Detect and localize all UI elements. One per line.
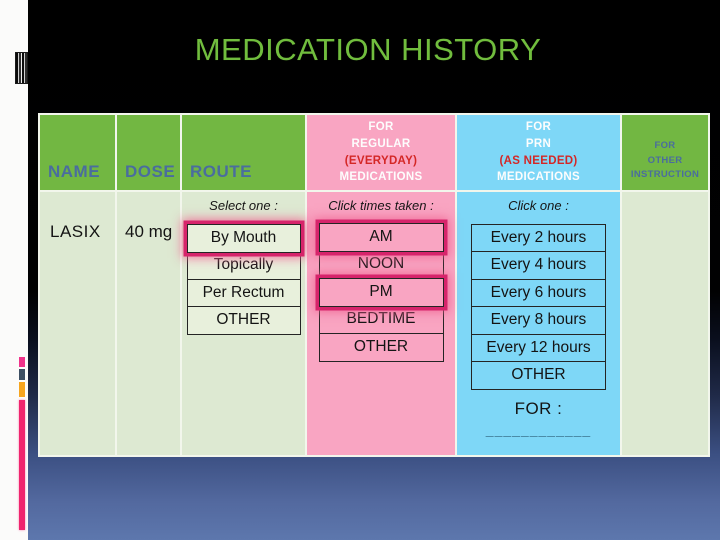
- header-route: ROUTE: [182, 115, 305, 190]
- header-prn-line3: (AS NEEDED): [499, 154, 578, 167]
- prn-for-blank-field[interactable]: ____________: [485, 422, 592, 439]
- freq-option-every-2-hours[interactable]: Every 2 hours: [471, 224, 606, 253]
- drug-dose: 40 mg: [125, 222, 173, 241]
- time-option-other[interactable]: OTHER: [318, 332, 444, 362]
- header-prn-line4: MEDICATIONS: [497, 171, 580, 184]
- header-regular-line3: (EVERYDAY): [344, 154, 418, 167]
- prn-for-label: FOR :: [514, 399, 563, 419]
- accent-bar-pink: [19, 357, 25, 367]
- regular-time-options: AM NOON PM BEDTIME OTHER: [318, 223, 444, 362]
- cell-dose: 40 mg: [117, 192, 180, 455]
- route-option-by-mouth[interactable]: By Mouth: [186, 224, 301, 253]
- accent-bar-slate: [19, 369, 25, 380]
- drug-name: LASIX: [50, 222, 101, 241]
- route-options: By Mouth Topically Per Rectum OTHER: [186, 224, 301, 336]
- prn-frequency-options: Every 2 hours Every 4 hours Every 6 hour…: [471, 224, 606, 391]
- slide-title: MEDICATION HISTORY: [194, 32, 542, 67]
- left-margin-strip: [0, 0, 28, 540]
- route-option-other[interactable]: OTHER: [186, 306, 301, 336]
- freq-option-every-12-hours[interactable]: Every 12 hours: [471, 333, 606, 363]
- header-other-line3: INSTRUCTION: [630, 168, 700, 180]
- header-dose: DOSE: [117, 115, 180, 190]
- time-option-noon[interactable]: NOON: [318, 250, 444, 280]
- time-option-am[interactable]: AM: [318, 223, 444, 252]
- medication-table: NAME DOSE ROUTE FOR REGULAR (EVERYDAY) M…: [38, 113, 710, 457]
- header-regular-medications: FOR REGULAR (EVERYDAY) MEDICATIONS: [307, 115, 455, 190]
- route-option-per-rectum[interactable]: Per Rectum: [186, 278, 301, 308]
- header-regular-line4: MEDICATIONS: [339, 171, 423, 184]
- header-other-line2: OTHER: [647, 154, 683, 166]
- time-option-pm[interactable]: PM: [318, 277, 444, 307]
- route-prompt: Select one :: [209, 198, 278, 213]
- cell-other-instruction: [622, 192, 708, 455]
- time-option-bedtime[interactable]: BEDTIME: [318, 305, 444, 335]
- freq-option-every-6-hours[interactable]: Every 6 hours: [471, 278, 606, 308]
- route-option-topically[interactable]: Topically: [186, 251, 301, 281]
- cell-regular-times: Click times taken : AM NOON PM BEDTIME O…: [307, 192, 455, 455]
- cell-prn-frequency: Click one : Every 2 hours Every 4 hours …: [457, 192, 620, 455]
- cell-route: Select one : By Mouth Topically Per Rect…: [182, 192, 305, 455]
- prn-prompt: Click one :: [508, 198, 569, 213]
- header-other-instruction: FOR OTHER INSTRUCTION: [622, 115, 708, 190]
- header-regular-line2: REGULAR: [351, 137, 411, 150]
- header-prn-line2: PRN: [525, 137, 552, 150]
- freq-option-other[interactable]: OTHER: [471, 361, 606, 391]
- freq-option-every-8-hours[interactable]: Every 8 hours: [471, 306, 606, 336]
- accent-bar-orange: [19, 382, 25, 397]
- regular-prompt: Click times taken :: [328, 198, 434, 213]
- header-prn-medications: FOR PRN (AS NEEDED) MEDICATIONS: [457, 115, 620, 190]
- freq-option-every-4-hours[interactable]: Every 4 hours: [471, 251, 606, 281]
- cell-name: LASIX: [40, 192, 115, 455]
- header-regular-line1: FOR: [368, 121, 394, 134]
- filmstrip-icon: [15, 52, 28, 84]
- header-prn-line1: FOR: [525, 121, 552, 134]
- header-name: NAME: [40, 115, 115, 190]
- accent-bar-magenta: [19, 400, 25, 530]
- header-other-line1: FOR: [654, 140, 676, 152]
